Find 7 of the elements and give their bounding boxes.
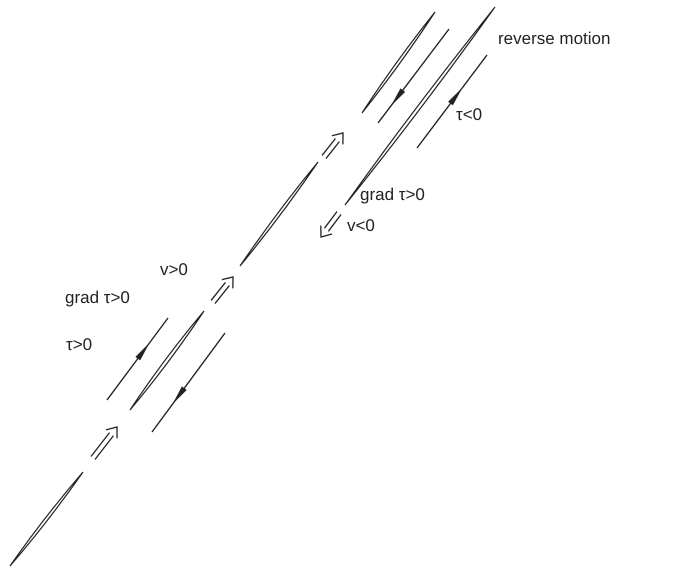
annotation-text: grad τ>0 — [65, 289, 130, 306]
annotation-text: τ<0 — [456, 106, 482, 123]
annotation-text: reverse motion — [498, 30, 610, 47]
annotation-text: grad τ>0 — [360, 186, 425, 203]
annotation-text: τ>0 — [66, 336, 92, 353]
annotation-text: v>0 — [160, 261, 188, 278]
annotation-text: v<0 — [347, 217, 375, 234]
